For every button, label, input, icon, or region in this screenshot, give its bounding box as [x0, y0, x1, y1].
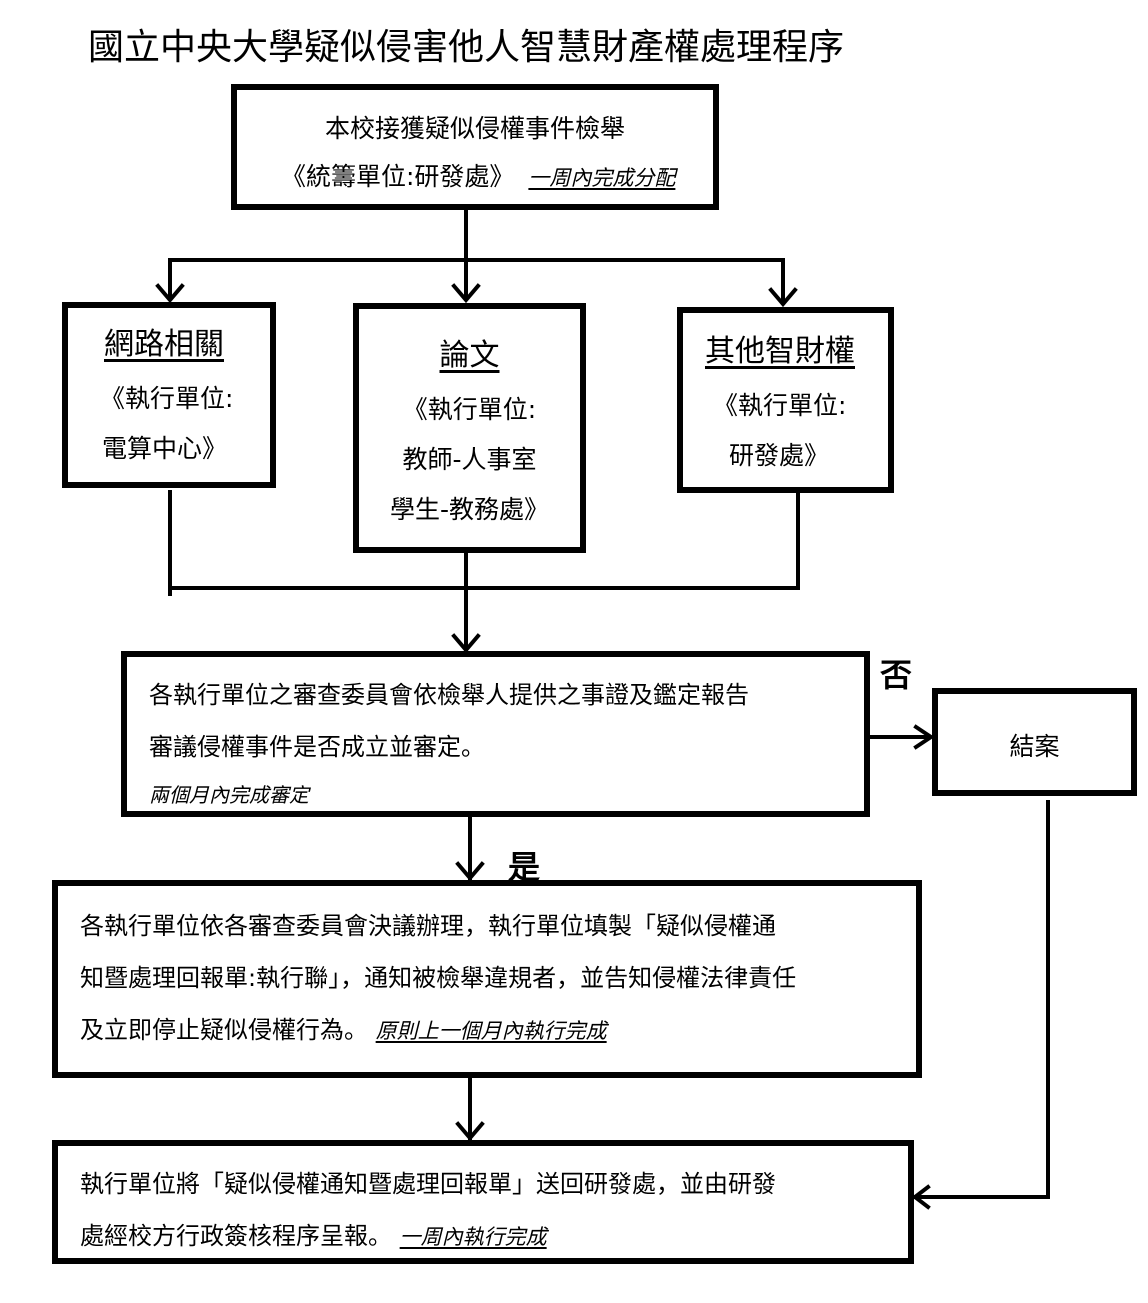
review-line1: 各執行單位之審查委員會依檢舉人提供之事證及鑑定報告	[149, 681, 749, 709]
node-close-case: 結案	[932, 688, 1137, 796]
arrowhead-thesis	[451, 283, 481, 304]
node-review: 各執行單位之審查委員會依檢舉人提供之事證及鑑定報告 審議侵權事件是否成立並審定。…	[121, 651, 870, 817]
handle-line2: 知暨處理回報單:執行聯」，通知被檢舉違規者，並告知侵權法律責任	[80, 964, 797, 992]
arrowhead-review	[451, 633, 481, 654]
node-handle: 各執行單位依各審查委員會決議辦理，執行單位填製「疑似侵權通 知暨處理回報單:執行…	[52, 880, 922, 1078]
review-deadline: 兩個月內完成審定	[149, 783, 309, 807]
node-report-received: 本校接獲疑似侵權事件檢舉 《統籌單位:研發處》 一周內完成分配	[231, 84, 719, 210]
return-deadline: 一周內執行完成	[399, 1225, 547, 1249]
report-line1: 本校接獲疑似侵權事件檢舉	[324, 114, 625, 143]
review-line2: 審議侵權事件是否成立並審定。	[149, 733, 485, 761]
network-line2: 電算中心》	[102, 434, 228, 463]
other-ip-line2: 研發處》	[729, 441, 830, 470]
node-return-report: 執行單位將「疑似侵權通知暨處理回報單」送回研發處，並由研發 處經校方行政簽核程序…	[52, 1140, 914, 1264]
return-line1: 執行單位將「疑似侵權通知暨處理回報單」送回研發處，並由研發	[80, 1170, 776, 1198]
edge-label-yes: 是	[508, 848, 541, 886]
node-other-ip: 其他智財權 《執行單位: 研發處》	[677, 307, 894, 493]
close-case-label: 結案	[1009, 732, 1060, 761]
arrowhead-return-right	[911, 1184, 931, 1210]
arrowhead-return	[455, 1121, 485, 1142]
handle-line1: 各執行單位依各審查委員會決議辦理，執行單位填製「疑似侵權通	[80, 912, 776, 940]
handle-deadline: 原則上一個月內執行完成	[375, 1019, 607, 1043]
node-thesis: 論文 《執行單位: 教師-人事室 學生-教務處》	[353, 303, 586, 553]
node-network: 網路相關 《執行單位: 電算中心》	[62, 302, 276, 488]
arrowhead-handle	[455, 861, 485, 882]
thesis-line3: 學生-教務處》	[389, 495, 550, 524]
network-heading: 網路相關	[104, 327, 224, 362]
return-line2: 處經校方行政簽核程序呈報。	[80, 1222, 392, 1250]
report-coordinator: 《統籌單位:研發處》	[281, 162, 515, 191]
arrowhead-close	[913, 724, 935, 750]
arrowhead-other-ip	[768, 287, 798, 308]
arrowhead-network	[155, 283, 185, 304]
other-ip-line1: 《執行單位:	[713, 391, 847, 420]
network-line1: 《執行單位:	[100, 384, 234, 413]
diagram-title: 國立中央大學疑似侵害他人智慧財產權處理程序	[88, 27, 845, 68]
handle-line3: 及立即停止疑似侵權行為。	[80, 1016, 368, 1044]
thesis-heading: 論文	[439, 338, 500, 373]
thesis-line1: 《執行單位:	[402, 395, 537, 424]
report-deadline: 一周內完成分配	[528, 166, 676, 190]
edge-label-no: 否	[880, 656, 913, 694]
other-ip-heading: 其他智財權	[705, 334, 855, 369]
thesis-line2: 教師-人事室	[402, 445, 537, 474]
